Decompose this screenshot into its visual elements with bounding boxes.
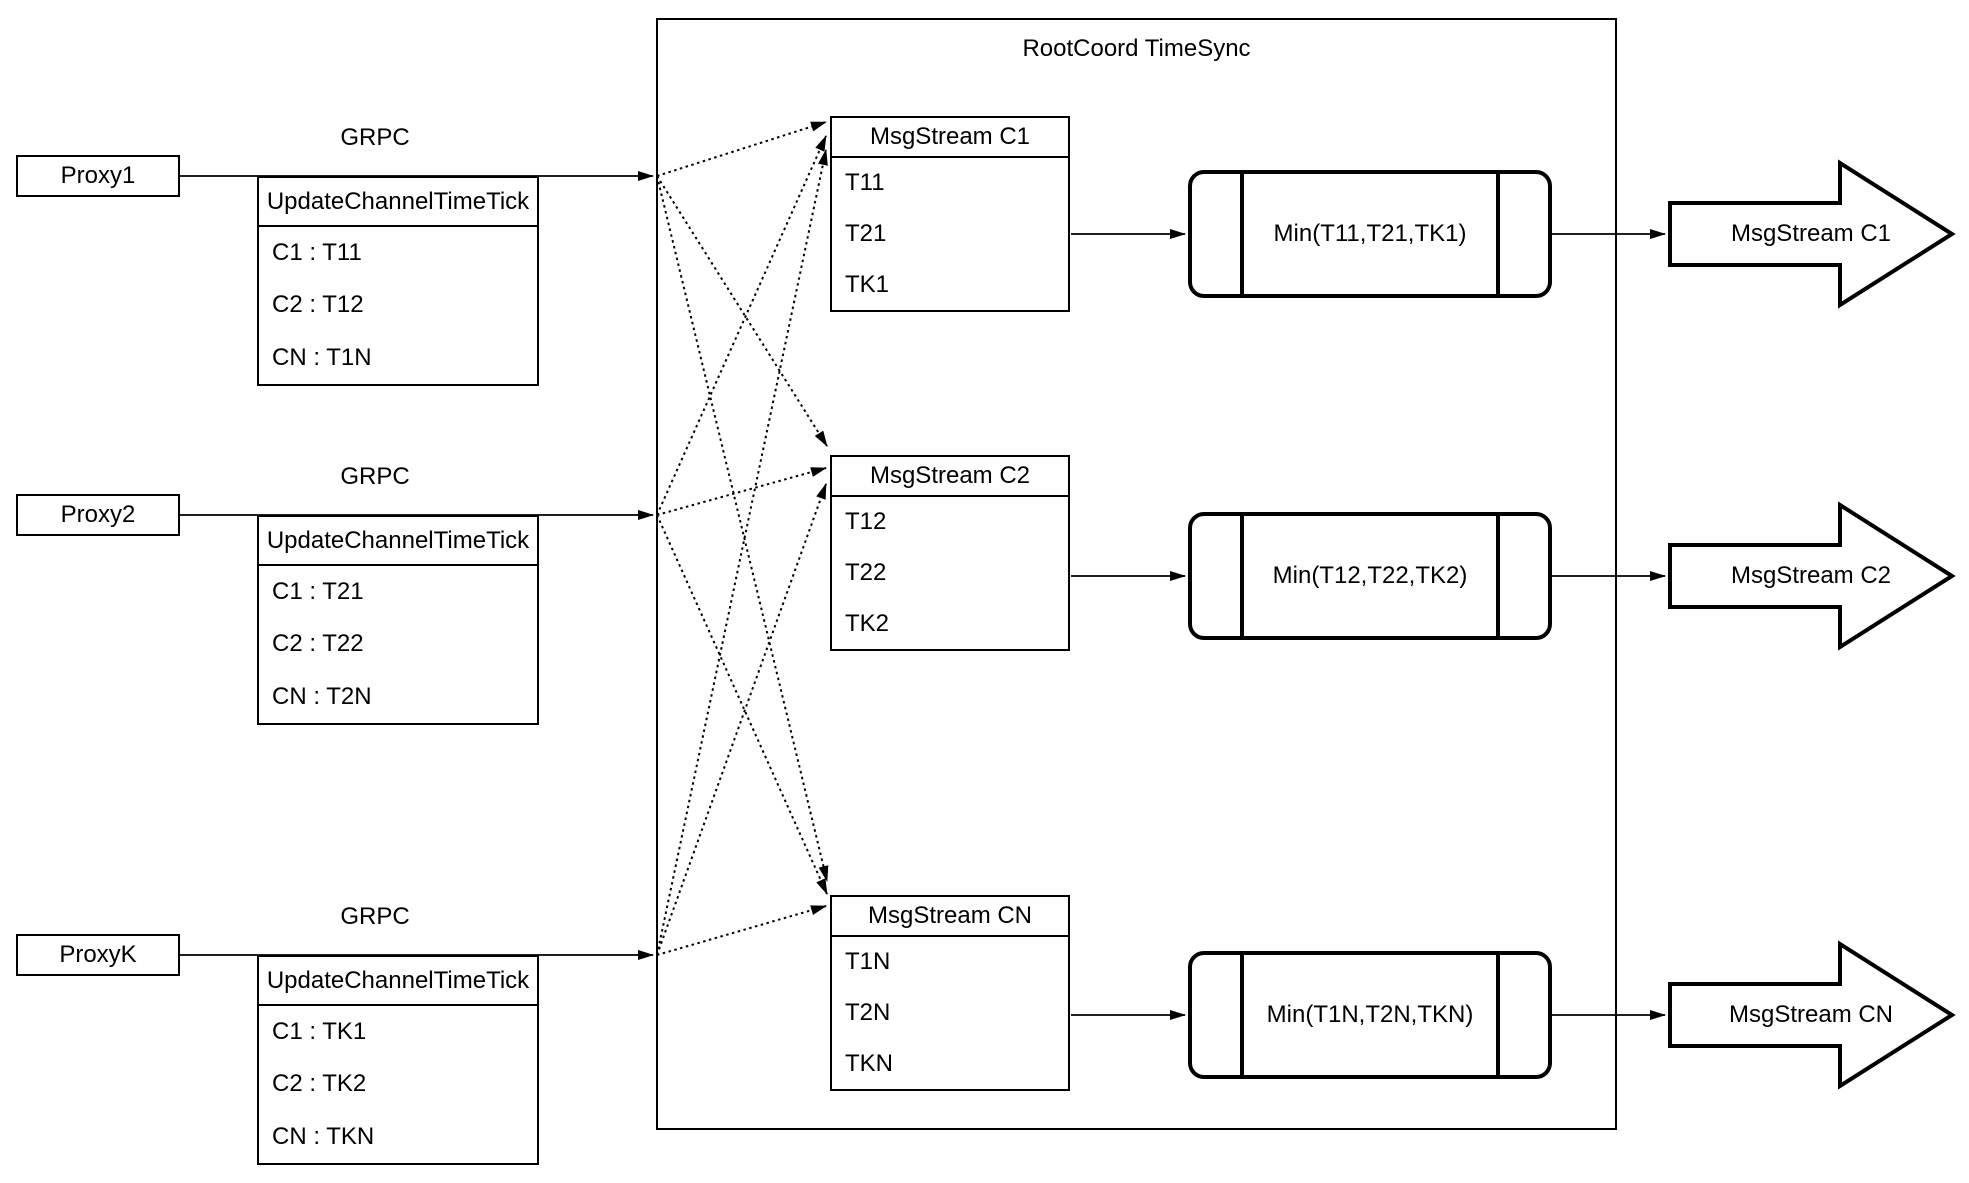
msgstream-c2-table: MsgStream C2 T12 T22 TK2 <box>830 455 1070 651</box>
min-node-label-c2: Min(T12,T22,TK2) <box>1272 562 1468 589</box>
msgstream-tick: TK2 <box>845 609 890 637</box>
update-table-row: CN : T1N <box>272 343 372 371</box>
update-table-row: C1 : TK1 <box>272 1018 367 1046</box>
msgstream-c1-table: MsgStream C1 T11 T21 TK1 <box>830 116 1070 312</box>
update-channel-timetick-table-3: UpdateChannelTimeTick C1 : TK1 C2 : TK2 … <box>257 955 539 1165</box>
output-arrow-label-cn: MsgStream CN <box>1728 1001 1894 1028</box>
update-table-row: C2 : T22 <box>272 630 364 658</box>
msgstream-tick: TKN <box>845 1049 893 1077</box>
msgstream-table-header: MsgStream C2 <box>832 457 1068 497</box>
msgstream-tick: T22 <box>845 559 887 586</box>
update-table-header: UpdateChannelTimeTick <box>259 178 537 227</box>
min-node-shape-c1 <box>1188 170 1552 298</box>
output-arrow-shape-c1 <box>1668 159 1956 309</box>
update-table-row: CN : TKN <box>272 1122 375 1150</box>
msgstream-table-header: MsgStream C1 <box>832 118 1068 158</box>
update-table-row: C2 : T12 <box>272 291 364 319</box>
fanout-arrow-p1-cn <box>656 175 829 882</box>
msgstream-cn-table: MsgStream CN T1N T2N TKN <box>830 895 1070 1091</box>
proxyk-box: ProxyK <box>16 934 180 976</box>
grpc-label-3: GRPC <box>340 903 410 930</box>
rootcoord-container <box>656 18 1617 1130</box>
update-table-row: CN : T2N <box>272 682 372 710</box>
min-node-label-cn: Min(T1N,T2N,TKN) <box>1266 1001 1474 1028</box>
grpc-label-1: GRPC <box>340 124 410 151</box>
msgstream-tick: T2N <box>845 999 891 1026</box>
output-arrow-shape-c2 <box>1668 501 1956 651</box>
min-node-shape-cn <box>1188 951 1552 1079</box>
msgstream-tick: TK1 <box>845 270 890 298</box>
msgstream-tick: T12 <box>845 508 887 536</box>
proxy2-label: Proxy2 <box>60 501 136 528</box>
grpc-label-2: GRPC <box>340 463 410 490</box>
update-table-row: C1 : T11 <box>272 239 362 267</box>
proxy1-box: Proxy1 <box>16 155 180 197</box>
msgstream-table-header: MsgStream CN <box>832 897 1068 937</box>
msgstream-tick: T21 <box>845 220 887 247</box>
output-arrow-label-c1: MsgStream C1 <box>1730 220 1892 247</box>
update-table-header: UpdateChannelTimeTick <box>259 517 537 566</box>
proxy2-box: Proxy2 <box>16 494 180 536</box>
rootcoord-title: RootCoord TimeSync <box>1022 35 1251 62</box>
fanout-arrow-pk-cn <box>656 905 827 956</box>
update-channel-timetick-table-1: UpdateChannelTimeTick C1 : T11 C2 : T12 … <box>257 176 539 386</box>
fanout-arrow-p2-c2 <box>656 467 827 516</box>
proxy1-label: Proxy1 <box>60 162 136 189</box>
output-arrow-shape-cn <box>1668 940 1956 1090</box>
update-table-header: UpdateChannelTimeTick <box>259 957 537 1006</box>
min-node-label-c1: Min(T11,T21,TK1) <box>1273 220 1467 247</box>
fanout-arrow-p1-c2 <box>656 175 828 447</box>
update-table-row: C1 : T21 <box>272 578 364 606</box>
fanout-arrow-pk-c1 <box>656 149 828 956</box>
proxyk-label: ProxyK <box>59 941 137 968</box>
fanout-arrow-p2-c1 <box>656 135 827 516</box>
msgstream-tick: T11 <box>845 169 885 197</box>
update-table-row: C2 : TK2 <box>272 1070 367 1098</box>
min-node-shape-c2 <box>1188 512 1552 640</box>
update-channel-timetick-table-2: UpdateChannelTimeTick C1 : T21 C2 : T22 … <box>257 515 539 725</box>
fanout-arrow-p1-c1 <box>656 121 827 177</box>
msgstream-tick: T1N <box>845 948 891 976</box>
output-arrow-label-c2: MsgStream C2 <box>1730 562 1892 589</box>
